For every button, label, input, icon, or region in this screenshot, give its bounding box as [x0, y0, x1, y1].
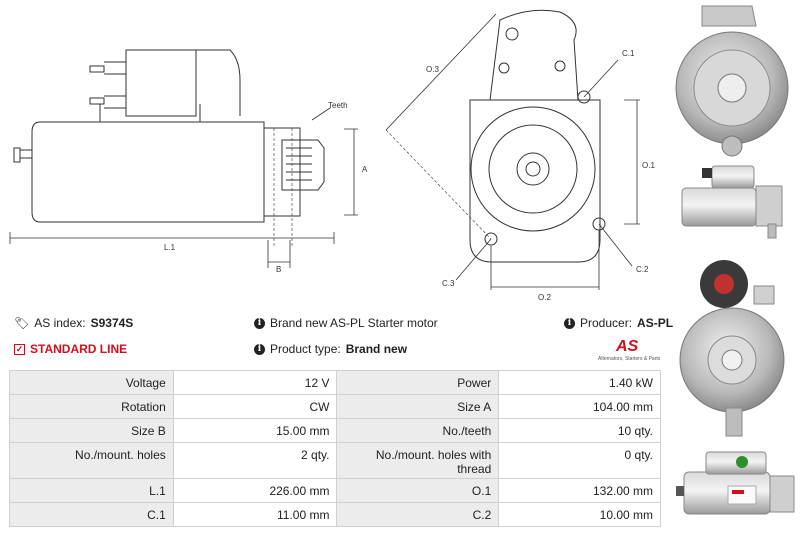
product-type-value: Brand new — [345, 342, 408, 356]
motor-body-outline — [31, 121, 265, 223]
photo-labeled-view — [676, 451, 795, 515]
as-pl-logo: AS Alternators, Starters & Parts — [598, 338, 668, 366]
spec-value: 1.40 kW — [498, 370, 661, 395]
product-info: 🏷 AS index: S9374S i Brand new AS-PL Sta… — [14, 316, 673, 366]
spec-value: 15.00 mm — [172, 418, 338, 443]
end-view-housing — [470, 106, 596, 232]
producer-label: Producer: — [580, 316, 633, 330]
solenoid-outline — [125, 49, 197, 117]
spec-label: Size A — [336, 394, 500, 419]
spec-value: 226.00 mm — [172, 478, 338, 503]
spec-label: O.1 — [336, 478, 500, 503]
info-icon: i — [254, 343, 265, 355]
label-o1: O.1 — [642, 161, 655, 170]
label-c2: C.2 — [636, 265, 649, 274]
photo-side-view — [681, 165, 783, 239]
table-row: Voltage 12 V Power 1.40 kW — [9, 370, 661, 395]
label-b: B — [276, 265, 281, 274]
spec-value: 2 qty. — [172, 442, 338, 479]
spec-label: No./mount. holes — [9, 442, 174, 479]
technical-drawing: Teeth A L.1 B O.3 C.1 O.1 C.2 C.3 O.2 — [9, 9, 655, 302]
as-index-value: S9374S — [90, 316, 134, 330]
label-c1: C.1 — [622, 49, 635, 58]
spec-label: Voltage — [9, 370, 174, 395]
spec-label: No./mount. holes with thread — [336, 442, 500, 479]
spec-value: CW — [172, 394, 338, 419]
spec-label: C.1 — [9, 502, 174, 527]
spec-value: 10 qty. — [498, 418, 661, 443]
spec-table: Voltage 12 V Power 1.40 kW Rotation CW S… — [9, 370, 661, 527]
label-o3: O.3 — [426, 65, 439, 74]
end-view-flange — [469, 99, 601, 263]
spec-value: 104.00 mm — [498, 394, 661, 419]
spec-label: No./teeth — [336, 418, 500, 443]
product-description: i Brand new AS-PL Starter motor — [254, 316, 438, 330]
checkbox-icon: ✓ — [14, 343, 25, 355]
table-row: Size B 15.00 mm No./teeth 10 qty. — [9, 418, 661, 443]
photo-front-view — [679, 260, 785, 437]
table-row: No./mount. holes 2 qty. No./mount. holes… — [9, 442, 661, 479]
logo-tagline: Alternators, Starters & Parts — [598, 356, 661, 362]
spec-label: C.2 — [336, 502, 500, 527]
info-icon: i — [254, 317, 265, 329]
product-photos — [675, 5, 795, 515]
spec-label: Rotation — [9, 394, 174, 419]
logo-text: AS — [616, 338, 639, 355]
spec-label: Power — [336, 370, 500, 395]
table-row: C.1 11.00 mm C.2 10.00 mm — [9, 502, 661, 527]
description-text: Brand new AS-PL Starter motor — [270, 316, 438, 330]
standard-line-text: STANDARD LINE — [30, 342, 128, 356]
as-index-label: AS index: — [34, 316, 86, 330]
label-c3: C.3 — [442, 279, 455, 288]
producer-value: AS-PL — [637, 316, 674, 330]
spec-value: 0 qty. — [498, 442, 661, 479]
spec-value: 11.00 mm — [172, 502, 338, 527]
as-index: 🏷 AS index: S9374S — [14, 316, 133, 330]
label-o2: O.2 — [538, 293, 551, 302]
table-row: L.1 226.00 mm O.1 132.00 mm — [9, 478, 661, 503]
photo-end-view — [675, 5, 789, 157]
spec-value: 10.00 mm — [498, 502, 661, 527]
label-teeth: Teeth — [328, 101, 348, 110]
label-l1: L.1 — [164, 243, 176, 252]
spec-value: 12 V — [172, 370, 338, 395]
producer: i Producer: AS-PL — [564, 316, 673, 330]
table-row: Rotation CW Size A 104.00 mm — [9, 394, 661, 419]
label-a: A — [362, 165, 368, 174]
spec-label: L.1 — [9, 478, 174, 503]
product-type-label: Product type: — [270, 342, 341, 356]
standard-line: ✓ STANDARD LINE — [14, 342, 127, 356]
info-icon: i — [564, 317, 575, 329]
tag-icon: 🏷 — [14, 316, 30, 330]
spec-label: Size B — [9, 418, 174, 443]
spec-value: 132.00 mm — [498, 478, 661, 503]
product-type: i Product type: Brand new — [254, 342, 407, 356]
